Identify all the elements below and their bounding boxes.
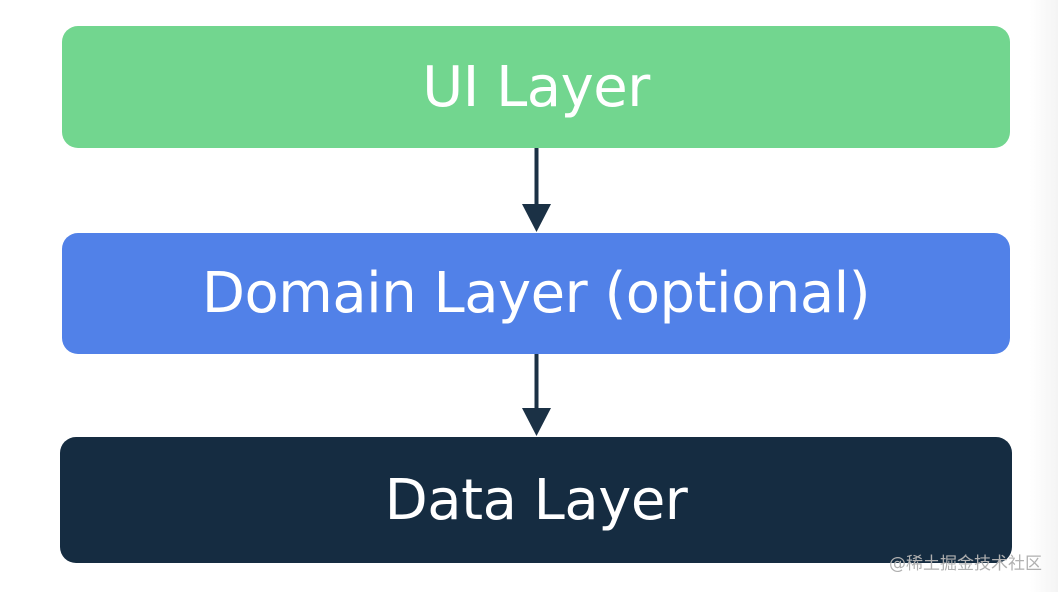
domain-layer-box: Domain Layer (optional) [62,233,1010,354]
data-layer-box: Data Layer [60,437,1012,563]
arrow-head [522,204,551,232]
arrow-domain-to-data [522,354,551,436]
ui-layer-label: UI Layer [422,54,650,120]
ui-layer-box: UI Layer [62,26,1010,148]
watermark: @稀土掘金技术社区 [889,554,1042,574]
arrow-ui-to-domain [522,148,551,232]
data-layer-label: Data Layer [384,467,688,533]
domain-layer-label: Domain Layer (optional) [201,261,871,326]
arrow-head [522,408,551,436]
